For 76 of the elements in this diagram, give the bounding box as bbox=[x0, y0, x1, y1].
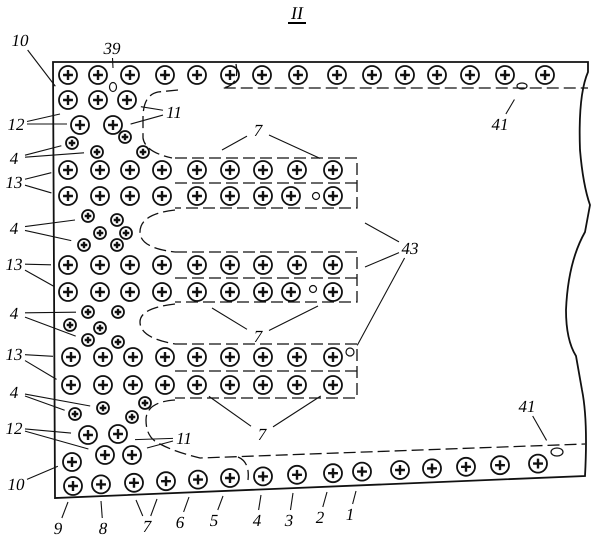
leader-line bbox=[352, 490, 357, 504]
leader-line bbox=[268, 306, 318, 331]
callout-number: 7 bbox=[258, 426, 266, 442]
leader-line bbox=[26, 466, 58, 480]
leader-line bbox=[24, 430, 89, 450]
callout-number: 7 bbox=[142, 518, 152, 534]
leader-line bbox=[212, 308, 248, 330]
leader-line bbox=[25, 312, 76, 314]
leader-line bbox=[217, 496, 224, 510]
leader-line bbox=[24, 316, 76, 337]
leader-line bbox=[24, 230, 72, 242]
leader-line bbox=[150, 498, 158, 516]
callout-number: 13 bbox=[6, 256, 22, 272]
figure-numeral: II bbox=[288, 4, 306, 24]
callout-number: 13 bbox=[6, 346, 22, 362]
callout-number: 12 bbox=[6, 420, 22, 436]
leader-line bbox=[26, 113, 60, 122]
leader-line bbox=[27, 50, 56, 87]
callout-number: 4 bbox=[10, 220, 18, 236]
callout-number: 3 bbox=[284, 512, 294, 528]
leader-line bbox=[268, 134, 320, 159]
callout-number: 7 bbox=[254, 328, 262, 344]
callout-number: 41 bbox=[492, 116, 508, 132]
callout-number: 10 bbox=[8, 476, 24, 492]
leader-line bbox=[112, 58, 114, 68]
leader-line bbox=[290, 492, 294, 510]
leader-line bbox=[136, 500, 144, 516]
leader-line bbox=[24, 145, 62, 156]
leader-line bbox=[24, 428, 72, 434]
callout-number: 6 bbox=[176, 514, 184, 530]
callout-number: 4 bbox=[10, 150, 18, 166]
callout-number: 10 bbox=[12, 32, 28, 48]
leader-line bbox=[24, 152, 84, 158]
leader-line bbox=[505, 99, 515, 114]
leader-line bbox=[24, 395, 65, 411]
leader-line bbox=[130, 114, 164, 125]
callout-number: 1 bbox=[346, 506, 354, 522]
leader-line bbox=[24, 360, 57, 380]
callout-number: 11 bbox=[166, 104, 182, 120]
leader-line bbox=[258, 494, 262, 510]
callout-number: 39 bbox=[104, 40, 120, 56]
callout-number: 12 bbox=[8, 116, 24, 132]
leader-line bbox=[183, 496, 190, 512]
callout-number: 8 bbox=[98, 520, 108, 536]
leader-line bbox=[222, 136, 248, 150]
leader-line bbox=[24, 172, 52, 180]
callout-number: 43 bbox=[402, 240, 418, 256]
leader-line bbox=[208, 396, 252, 427]
leader-line bbox=[364, 222, 400, 242]
callout-number: 4 bbox=[10, 384, 18, 400]
callout-number: 4 bbox=[10, 304, 18, 322]
leader-line bbox=[532, 416, 548, 441]
callout-number: 13 bbox=[6, 174, 22, 190]
leader-line bbox=[24, 270, 55, 288]
callout-number: 9 bbox=[54, 520, 62, 536]
leader-line bbox=[322, 492, 328, 508]
leader-line bbox=[24, 264, 52, 266]
leader-line bbox=[24, 393, 90, 407]
leader-line bbox=[61, 502, 69, 518]
leader-line bbox=[364, 252, 400, 268]
leader-line bbox=[24, 354, 54, 357]
leader-line bbox=[272, 396, 322, 428]
leader-line bbox=[24, 219, 76, 228]
callout-number: 11 bbox=[176, 430, 192, 446]
callout-number: 41 bbox=[518, 398, 536, 414]
leader-line bbox=[140, 106, 164, 111]
callout-number: 5 bbox=[210, 512, 218, 528]
callout-number: 2 bbox=[316, 508, 324, 526]
leader-line bbox=[134, 438, 174, 440]
callout-number: 4 bbox=[252, 512, 262, 528]
leader-line bbox=[27, 123, 67, 125]
callout-number: 7 bbox=[254, 122, 262, 138]
leader-line bbox=[146, 440, 174, 449]
leader-line bbox=[24, 184, 52, 194]
leader-line bbox=[356, 258, 406, 346]
leader-line bbox=[100, 500, 103, 518]
